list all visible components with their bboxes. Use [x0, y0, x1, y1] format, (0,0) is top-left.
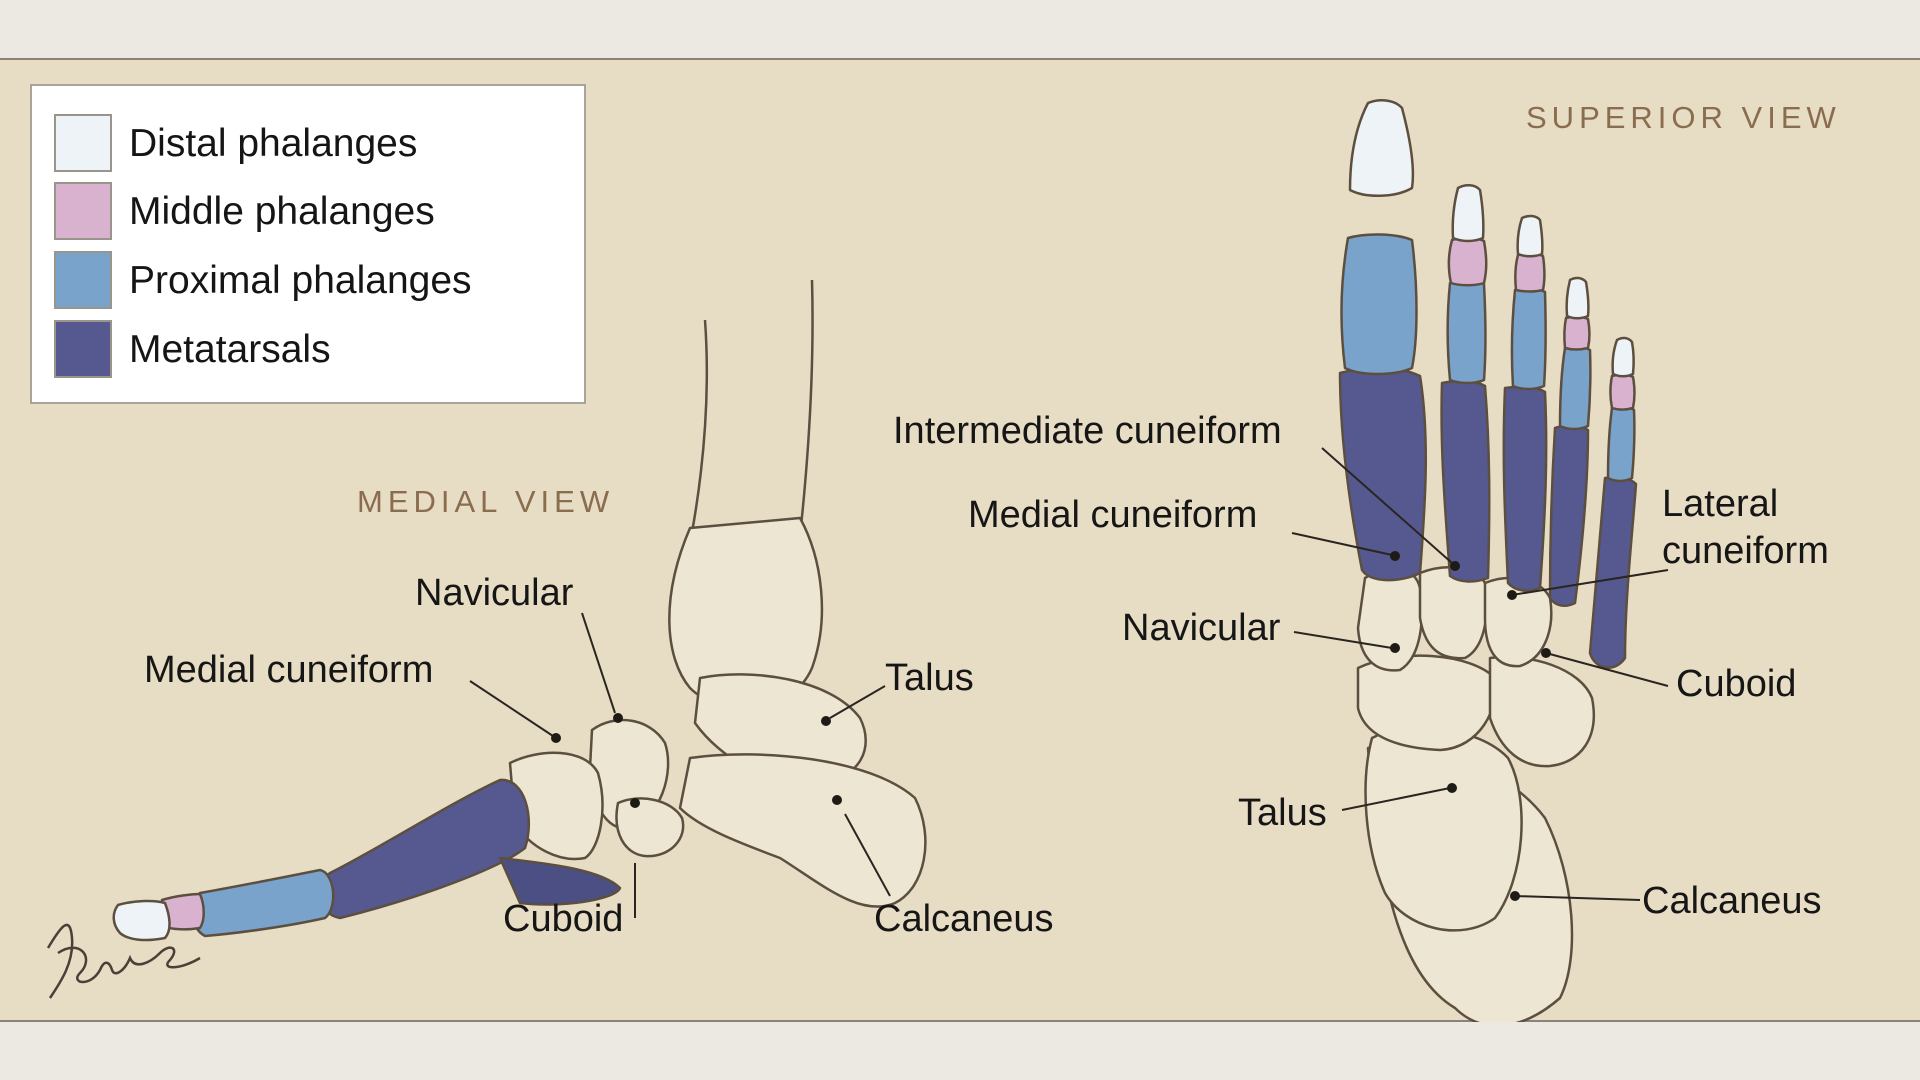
label-talus-medial: Talus: [885, 657, 974, 699]
cuboid-bone-superior: [1488, 655, 1595, 768]
middle-phalanx-2-bone-superior: [1447, 236, 1488, 287]
proximal-phalanx-4-bone-superior: [1558, 345, 1592, 431]
label-navicular-medial: Navicular: [415, 572, 574, 614]
metatarsal-4-bone-superior: [1548, 424, 1590, 607]
distal-phalanx-5-bone-superior: [1611, 336, 1635, 378]
medial-cuneiform-bone-superior: [1356, 567, 1424, 672]
legend-swatch-proximal: [54, 251, 112, 309]
middle-phalanx-bone-medial: [160, 892, 205, 931]
foot-bones-illustration: [46, 99, 1669, 1022]
talus-bone-superior: [1364, 726, 1523, 932]
leader-lines: [469, 447, 1669, 918]
distal-phalanx-3-bone-superior: [1516, 214, 1544, 258]
medial-view-drawing: [112, 279, 927, 942]
middle-phalanx-3-bone-superior: [1514, 252, 1546, 293]
label-intermediate-cuneiform: Intermediate cuneiform: [893, 410, 1282, 452]
legend-swatch-metatarsals: [54, 320, 112, 378]
label-medial-cuneiform-medial: Medial cuneiform: [144, 649, 434, 691]
legend-swatch-distal: [54, 114, 112, 172]
label-cuboid-superior: Cuboid: [1676, 663, 1797, 705]
proximal-phalanx-2-bone-superior: [1446, 279, 1487, 385]
legend-label-proximal: Proximal phalanges: [129, 259, 472, 302]
legend-label-metatarsals: Metatarsals: [129, 328, 331, 371]
metatarsal-bone-medial: [318, 778, 530, 920]
legend: Distal phalanges Middle phalanges Proxim…: [30, 84, 586, 404]
middle-phalanx-5-bone-superior: [1609, 373, 1636, 411]
calcaneus-bone-medial: [678, 753, 927, 908]
proximal-phalanx-bone-medial: [191, 868, 335, 938]
medial-cuneiform-bone-medial: [508, 751, 604, 861]
metatarsal-2-bone-superior: [1440, 379, 1491, 583]
superior-view-drawing: [1338, 99, 1638, 1022]
top-margin-band: [0, 0, 1920, 58]
navicular-bone-superior: [1356, 654, 1497, 752]
cuboid-bone-medial: [615, 797, 685, 858]
distal-phalanx-4-bone-superior: [1565, 276, 1590, 320]
label-cuboid-medial: Cuboid: [503, 898, 624, 940]
distal-phalanx-1-bone-superior: [1348, 99, 1415, 198]
label-calcaneus-medial: Calcaneus: [874, 898, 1054, 940]
label-talus-superior: Talus: [1238, 792, 1327, 834]
label-lateral-cuneiform-line2: cuneiform: [1662, 530, 1829, 572]
artist-signature: [46, 923, 201, 999]
medial-view-title: MEDIAL VIEW: [357, 484, 615, 519]
metatarsal-3-bone-superior: [1502, 385, 1548, 592]
distal-phalanx-2-bone-superior: [1451, 184, 1485, 243]
proximal-phalanx-3-bone-superior: [1510, 287, 1547, 391]
proximal-phalanx-5-bone-superior: [1606, 405, 1636, 483]
distal-phalanx-bone-medial: [112, 899, 171, 942]
label-lateral-cuneiform-line1: Lateral: [1662, 483, 1779, 525]
metatarsal-5-bone-superior: [1588, 476, 1638, 669]
pointer-dots: [551, 551, 1551, 901]
label-calcaneus-superior: Calcaneus: [1642, 880, 1822, 922]
legend-swatch-middle: [54, 182, 112, 240]
legend-label-middle: Middle phalanges: [129, 190, 435, 233]
label-navicular-superior: Navicular: [1122, 607, 1281, 649]
legend-label-distal: Distal phalanges: [129, 122, 418, 165]
label-medial-cuneiform-superior: Medial cuneiform: [968, 494, 1258, 536]
metatarsal-1-bone-superior: [1338, 366, 1428, 582]
metatarsal-lateral-bone-medial: [498, 856, 622, 906]
superior-view-title: SUPERIOR VIEW: [1526, 100, 1841, 135]
bottom-margin-band: [0, 1022, 1920, 1080]
middle-phalanx-4-bone-superior: [1563, 315, 1591, 351]
proximal-phalanx-1-bone-superior: [1340, 233, 1418, 376]
